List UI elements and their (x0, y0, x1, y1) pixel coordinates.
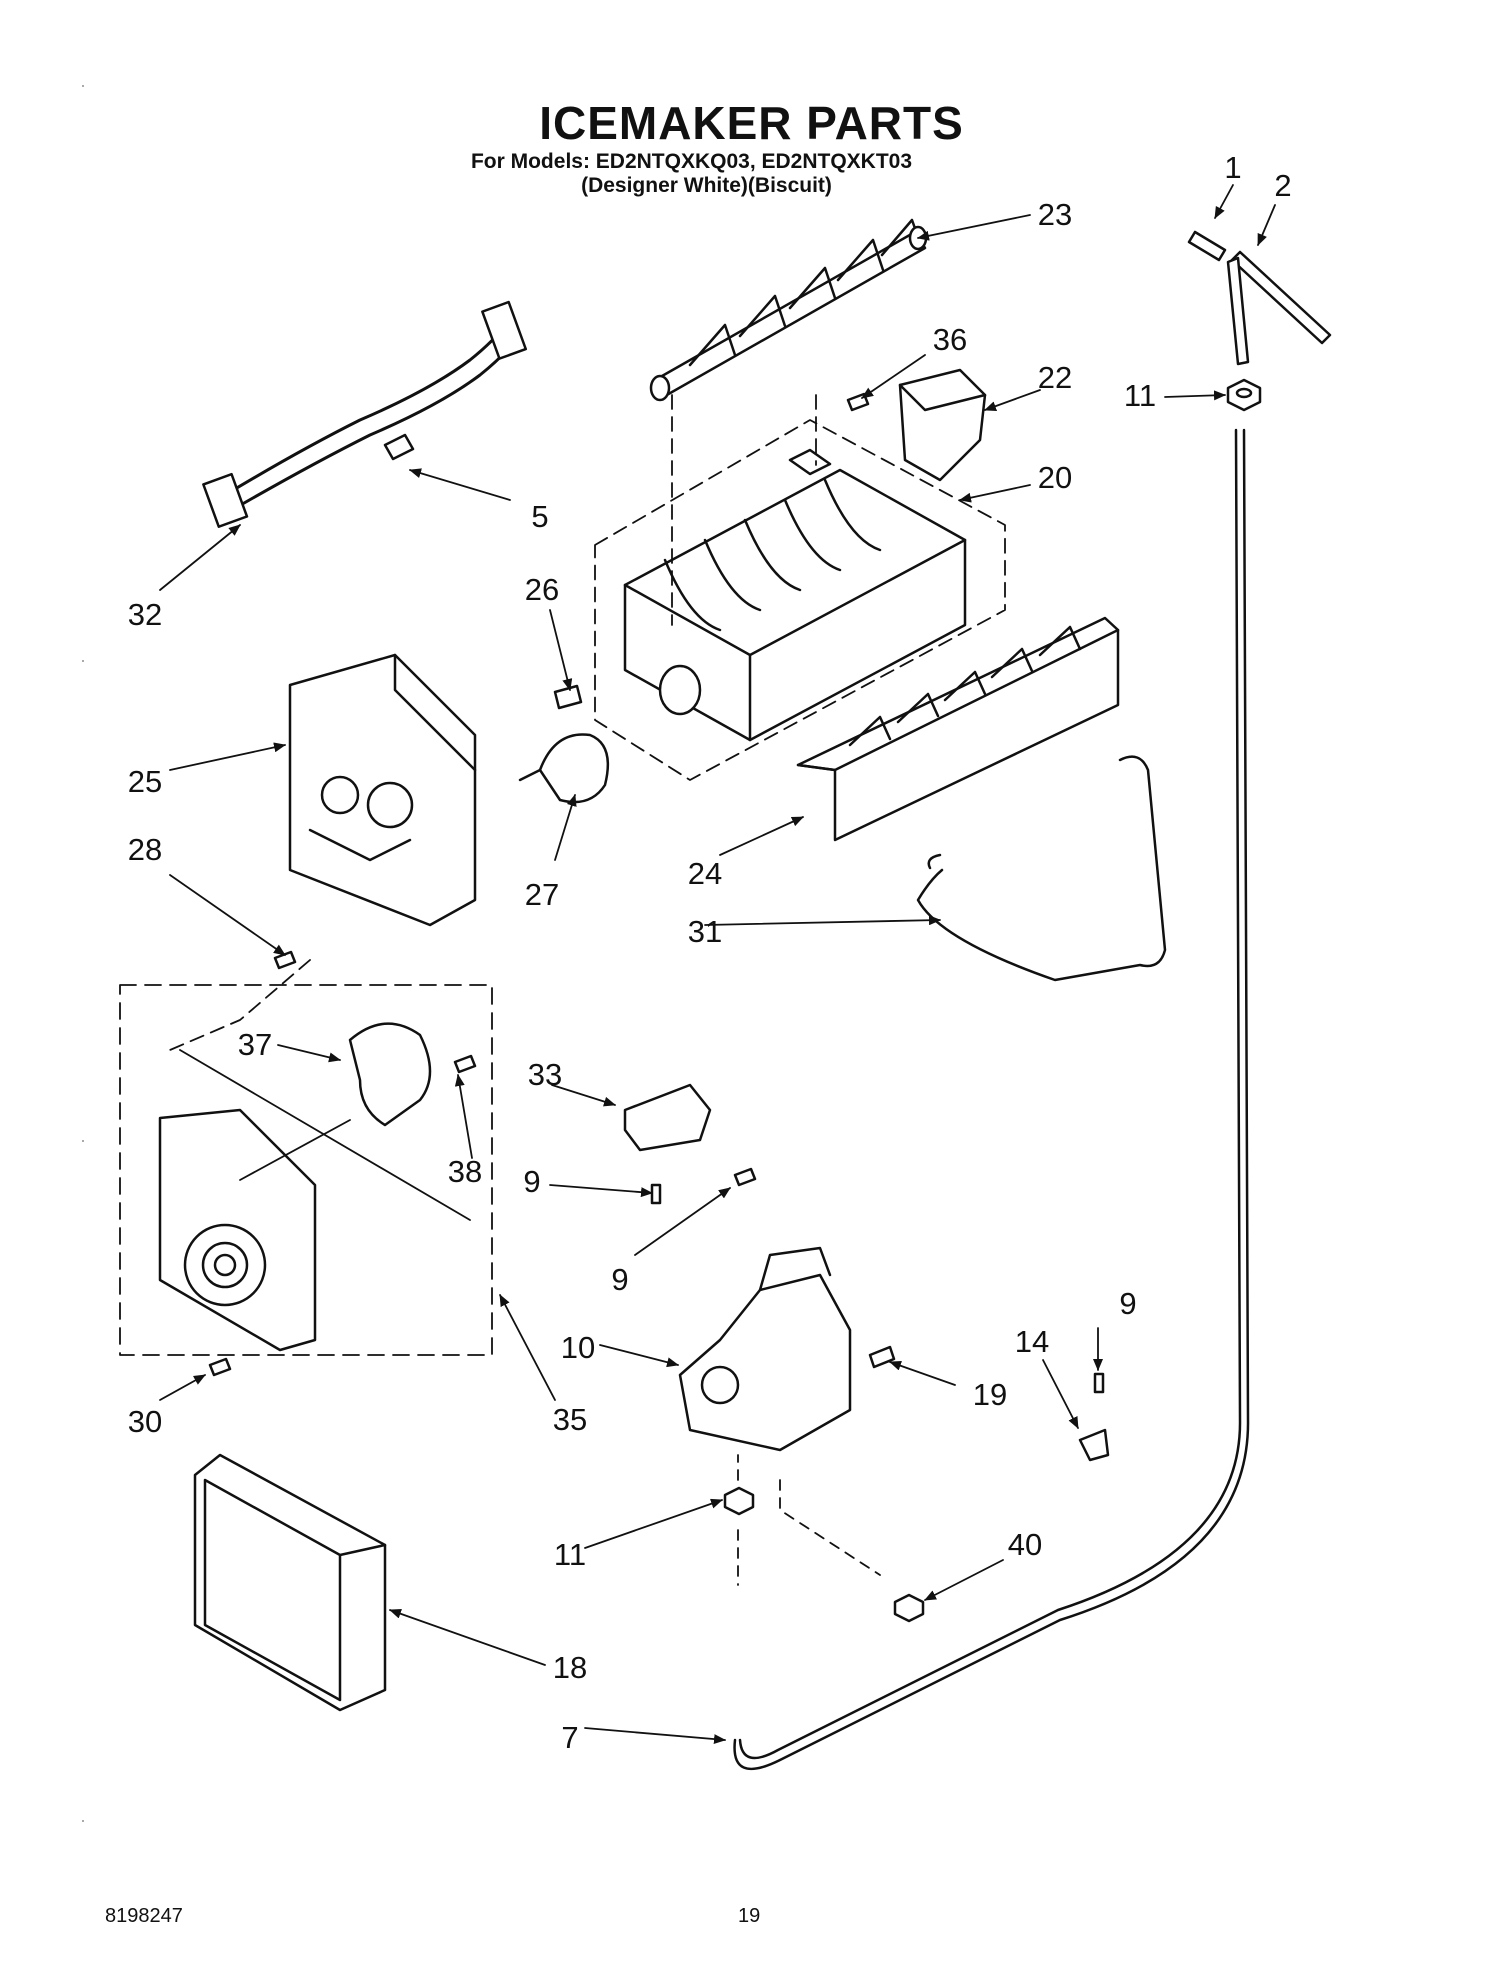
callout-27: 27 (525, 877, 559, 912)
callout-10: 10 (561, 1330, 595, 1365)
callout-24: 24 (688, 856, 722, 891)
mold-dash-box (594, 419, 1006, 781)
shutoff-arm-part (916, 755, 1167, 982)
doc-number: 8198247 (105, 1905, 183, 1927)
models-line: For Models: ED2NTQXKQ03, ED2NTQXKT03 (470, 150, 913, 173)
callout-30: 30 (128, 1404, 162, 1439)
scan-mark (82, 1820, 84, 1822)
bracket-part (623, 1083, 712, 1152)
callout-37: 37 (238, 1027, 272, 1062)
callout-25: 25 (128, 764, 162, 799)
callout-22: 22 (1038, 360, 1072, 395)
scan-mark (82, 1140, 84, 1142)
ejector-blade-part (649, 218, 928, 402)
module-plate-part (158, 1108, 317, 1352)
callout-26: 26 (525, 572, 559, 607)
callout-36: 36 (933, 322, 967, 357)
colors-line: (Designer White)(Biscuit) (581, 174, 832, 197)
screw-part-19 (868, 1345, 896, 1369)
callout-11-top: 11 (1124, 378, 1156, 413)
callout-2: 2 (1274, 168, 1291, 203)
water-tube-part (733, 428, 1250, 1771)
nut-part (1226, 378, 1262, 412)
ice-chute-part (898, 368, 987, 482)
ice-mold-part (623, 448, 967, 742)
callout-23: 23 (1038, 197, 1072, 232)
callout-31: 31 (688, 914, 722, 949)
callout-14: 14 (1015, 1324, 1049, 1359)
nut-part-40 (893, 1593, 925, 1623)
callout-35: 35 (553, 1402, 587, 1437)
stripper-part (796, 616, 1120, 842)
fill-cup-part (1187, 230, 1332, 366)
module-housing-part (288, 653, 477, 927)
small-parts-26-27 (518, 684, 610, 804)
screw-part-38 (453, 1054, 477, 1074)
control-module-dash-box (119, 984, 493, 1356)
page-title: ICEMAKER PARTS (539, 97, 964, 149)
motor-part (348, 1022, 432, 1127)
callout-11-bottom: 11 (554, 1537, 586, 1572)
nut-part-lower (723, 1486, 755, 1516)
housing-dash-line (169, 959, 311, 1051)
callout-19: 19 (973, 1377, 1007, 1412)
callout-33: 33 (528, 1057, 562, 1092)
clamp-part (1078, 1428, 1110, 1462)
callout-18: 18 (553, 1650, 587, 1685)
callout-28: 28 (128, 832, 162, 867)
screw-parts-9 (650, 1167, 1105, 1394)
callout-38: 38 (448, 1154, 482, 1189)
callout-32: 32 (128, 597, 162, 632)
callout-7: 7 (561, 1720, 578, 1755)
callout-1: 1 (1224, 150, 1241, 185)
bin-cover-part (193, 1453, 387, 1712)
scan-mark (82, 660, 84, 662)
callout-9-b: 9 (611, 1262, 628, 1297)
wire-harness-part (202, 300, 528, 528)
callout-20: 20 (1038, 460, 1072, 495)
callout-9-c: 9 (1119, 1286, 1136, 1321)
scan-mark (82, 85, 84, 87)
callout-9-a: 9 (523, 1164, 540, 1199)
water-valve-part (678, 1246, 852, 1452)
callout-5: 5 (531, 499, 548, 534)
callout-40: 40 (1008, 1527, 1042, 1562)
page-number: 19 (738, 1905, 761, 1927)
screw-part-30 (208, 1357, 232, 1377)
